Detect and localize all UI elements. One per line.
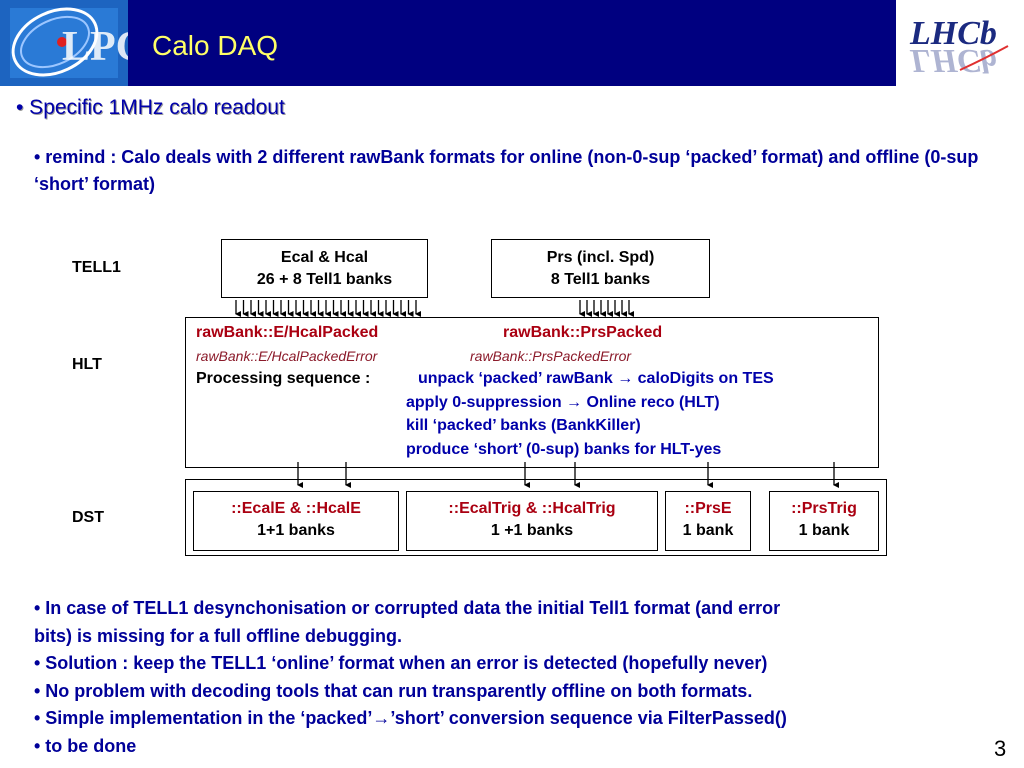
dst-box-prstrig: ::PrsTrig 1 bank — [769, 491, 879, 551]
svg-text:LHCb: LHCb — [909, 42, 997, 79]
dst-bank-count: 1 +1 banks — [490, 522, 574, 539]
sequence-step-3: kill ‘packed’ banks (BankKiller) — [406, 417, 641, 434]
remind-text: • remind : Calo deals with 2 different r… — [34, 147, 979, 194]
hlt-bank-ecal-hcal: rawBank::E/HcalPacked — [196, 324, 379, 341]
note-line: • No problem with decoding tools that ca… — [34, 680, 753, 701]
dst-bank-name: ::PrsTrig — [791, 500, 857, 517]
notes-list: • In case of TELL1 desynchonisation or c… — [34, 595, 1009, 760]
dst-bank-count: 1 bank — [798, 522, 850, 539]
dst-bank-count: 1+1 banks — [257, 522, 335, 539]
hlt-error-bank-prs: rawBank::PrsPackedError — [470, 348, 632, 364]
dst-box-ecale-hcale: ::EcalE & ::HcalE 1+1 banks — [193, 491, 399, 551]
header-bar — [0, 0, 1024, 86]
slide-subtitle: • Specific 1MHz calo readout — [16, 96, 285, 119]
dst-box-prse: ::PrsE 1 bank — [665, 491, 751, 551]
processing-sequence-label: Processing sequence : — [196, 370, 371, 387]
lhcb-logo: LHCb LHCb — [896, 0, 1024, 86]
arrows-prs-to-hlt — [579, 300, 634, 317]
lpc-logo-graphic: LPC — [0, 0, 128, 86]
svg-text:LPC: LPC — [62, 24, 128, 70]
arrows-ecal-to-hlt — [235, 300, 421, 317]
dst-box — [185, 479, 887, 556]
tell1-box-prs: Prs (incl. Spd) 8 Tell1 banks — [491, 239, 710, 298]
note-line: bits) is missing for a full offline debu… — [34, 625, 402, 646]
row-label-hlt: HLT — [72, 356, 102, 373]
svg-text:LHCb: LHCb — [909, 15, 997, 52]
note-line: • In case of TELL1 desynchonisation or c… — [34, 598, 781, 618]
dst-bank-count: 1 bank — [682, 522, 734, 539]
hlt-box — [185, 317, 879, 468]
sequence-step-2: apply 0-suppression → Online reco (HLT) — [406, 394, 720, 411]
hlt-bank-prs: rawBank::PrsPacked — [503, 324, 663, 341]
sequence-step-4: produce ‘short’ (0-sup) banks for HLT-ye… — [406, 441, 722, 458]
tell1-box-title: Ecal & Hcal — [280, 249, 369, 266]
sequence-step-1: unpack ‘packed’ rawBank → caloDigits on … — [418, 370, 774, 387]
note-line: • Simple implementation in the ‘packed’→… — [34, 708, 787, 728]
arrows-hlt-to-dst — [297, 462, 839, 488]
row-label-dst: DST — [72, 509, 104, 526]
tell1-box-banks: 8 Tell1 banks — [550, 271, 651, 288]
tell1-box-banks: 26 + 8 Tell1 banks — [256, 271, 393, 288]
hlt-error-bank-ecal-hcal: rawBank::E/HcalPackedError — [196, 348, 378, 364]
dst-bank-name: ::EcalE & ::HcalE — [231, 500, 361, 517]
dst-box-ecaltrig-hcaltrig: ::EcalTrig & ::HcalTrig 1 +1 banks — [406, 491, 658, 551]
tell1-box-title: Prs (incl. Spd) — [546, 249, 655, 266]
page-number: 3 — [994, 736, 1007, 761]
lhcb-logo-graphic: LHCb LHCb — [896, 0, 1024, 86]
tell1-box-ecal-hcal: Ecal & Hcal 26 + 8 Tell1 banks — [221, 239, 428, 298]
note-line: • to be done — [34, 735, 137, 756]
dst-bank-name: ::EcalTrig & ::HcalTrig — [448, 500, 616, 517]
dst-bank-name: ::PrsE — [684, 500, 732, 517]
lpc-logo: LPC — [0, 0, 128, 86]
page-title: Calo DAQ — [152, 30, 279, 61]
row-label-tell1: TELL1 — [72, 259, 121, 276]
note-line: • Solution : keep the TELL1 ‘online’ for… — [34, 653, 768, 673]
